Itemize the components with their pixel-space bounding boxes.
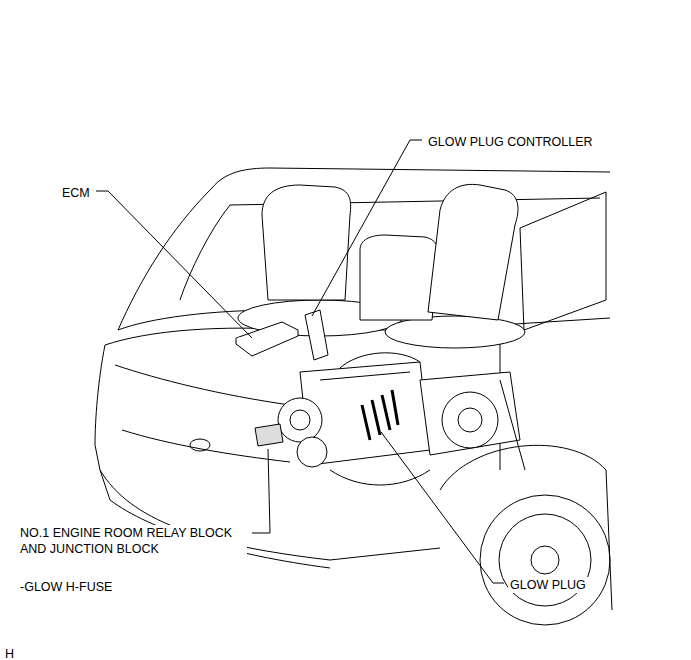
glow-plugs-part bbox=[382, 395, 390, 430]
van-body-part bbox=[440, 445, 606, 490]
van-body-part bbox=[330, 548, 440, 560]
ecm-unit bbox=[236, 322, 298, 356]
seats-part bbox=[360, 235, 439, 320]
label-holder: -GLOW H-FUSE bbox=[18, 577, 114, 595]
part-label: NO.1 ENGINE ROOM RELAY BLOCK AND JUNCTIO… bbox=[18, 525, 247, 557]
leader-lines-part bbox=[252, 449, 270, 533]
van-body-part bbox=[115, 365, 290, 405]
label-holder: ECM bbox=[60, 183, 92, 201]
seats-part bbox=[385, 316, 525, 348]
figure-code: H bbox=[3, 646, 16, 660]
label-holder: H bbox=[3, 644, 16, 660]
engine-part bbox=[420, 372, 520, 455]
glow-plug-controller-unit bbox=[305, 310, 328, 360]
engine-part bbox=[290, 410, 310, 430]
engine-part bbox=[340, 353, 420, 368]
engine-part bbox=[442, 392, 498, 448]
van-body-part bbox=[531, 546, 559, 574]
part-label: ECM bbox=[60, 185, 92, 201]
leader-lines bbox=[96, 140, 504, 583]
ecm-unit-part bbox=[236, 330, 298, 356]
label-holder: GLOW PLUG bbox=[508, 575, 588, 593]
glow-plugs-part bbox=[372, 400, 380, 435]
part-label: GLOW PLUG bbox=[508, 577, 588, 593]
label-holder: NO.1 ENGINE ROOM RELAY BLOCK AND JUNCTIO… bbox=[18, 525, 247, 557]
engine-part bbox=[458, 408, 482, 432]
engine bbox=[278, 353, 525, 485]
van-body-part bbox=[180, 205, 230, 300]
glow-plugs bbox=[362, 390, 398, 440]
van-body-part bbox=[190, 439, 210, 451]
fuse-label: -GLOW H-FUSE bbox=[18, 579, 114, 595]
engine-part bbox=[278, 398, 322, 442]
van-body-part bbox=[118, 188, 212, 330]
van-body-part bbox=[212, 168, 610, 188]
engine-part bbox=[500, 380, 525, 470]
van-body-part bbox=[480, 495, 610, 625]
engine-part bbox=[297, 437, 327, 467]
van-body-part bbox=[499, 514, 591, 606]
glow-plugs-part bbox=[362, 405, 370, 440]
leader-lines-part bbox=[96, 191, 252, 338]
leader-lines-part bbox=[381, 432, 504, 583]
part-label: GLOW PLUG CONTROLLER bbox=[426, 134, 595, 150]
seats-part bbox=[428, 184, 518, 320]
van-body-part bbox=[520, 192, 606, 330]
engine-part bbox=[320, 372, 410, 380]
leader-lines-part bbox=[312, 140, 422, 316]
glow-plug-controller-unit-part bbox=[305, 310, 328, 360]
relay-block bbox=[255, 424, 283, 446]
glow-plugs-part bbox=[392, 390, 398, 425]
seats-part bbox=[262, 185, 351, 300]
relay-block-part bbox=[255, 424, 283, 446]
label-holder: GLOW PLUG CONTROLLER bbox=[426, 132, 595, 150]
